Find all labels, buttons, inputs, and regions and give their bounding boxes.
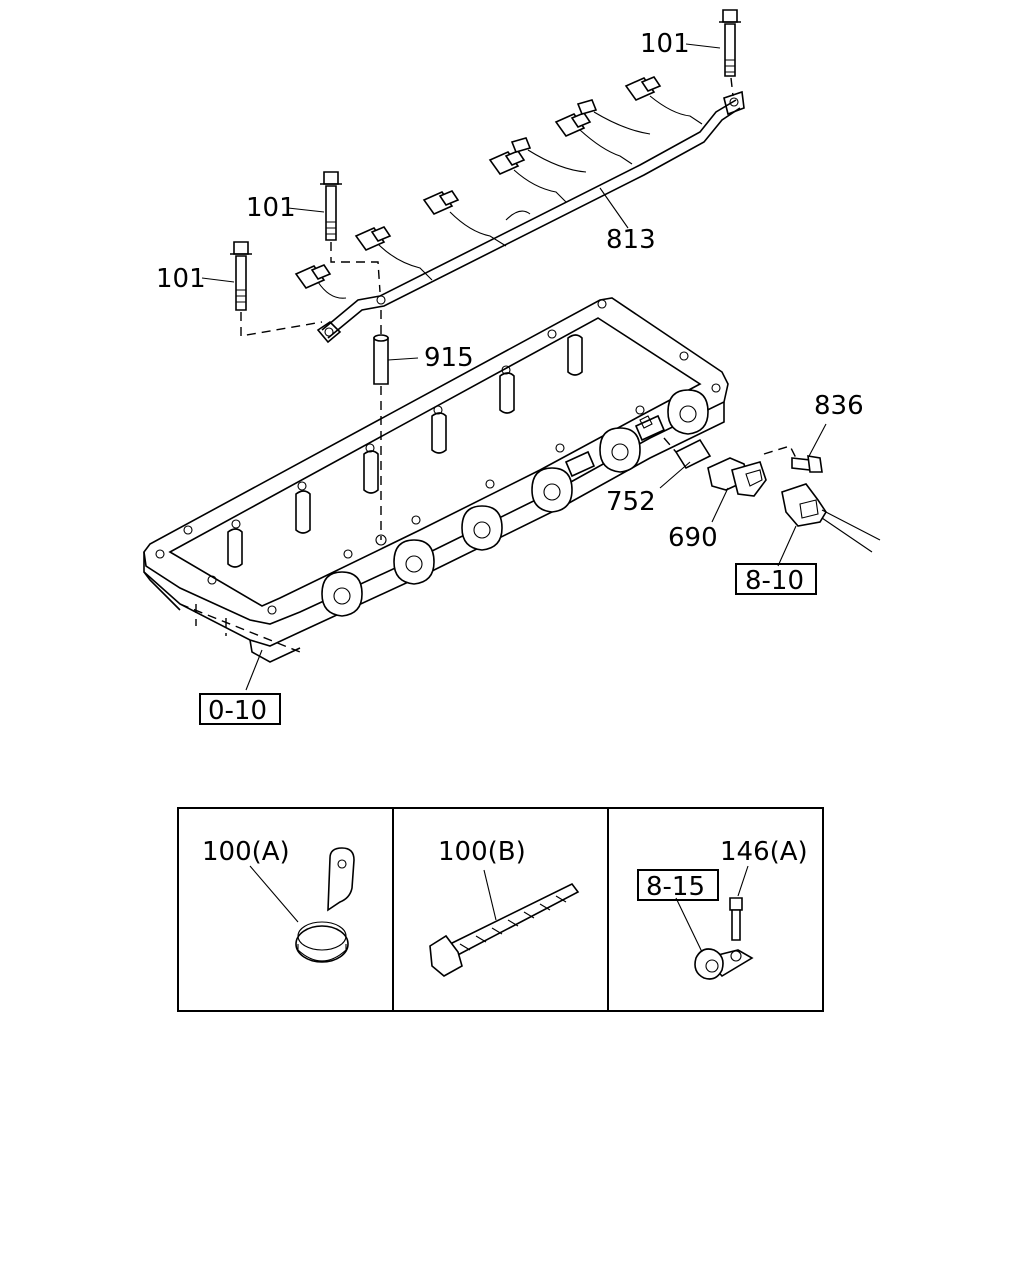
- callout-915: 915: [424, 343, 474, 373]
- inset-panels: 100(A) 100(B) 146(A) 8-15: [177, 807, 824, 1012]
- dowel-pin-915[interactable]: [373, 310, 389, 540]
- inset-label-146a: 146(A): [720, 837, 808, 867]
- inset-label-100a: 100(A): [202, 837, 290, 867]
- callout-752: 752: [606, 487, 656, 517]
- callout-813: 813: [606, 225, 656, 255]
- ref-box-0-10[interactable]: [199, 693, 281, 725]
- callout-690: 690: [668, 523, 718, 553]
- bolt-101-left[interactable]: [230, 241, 252, 311]
- harness-branches: [294, 76, 703, 299]
- sensor-bolt-836[interactable]: [763, 445, 823, 473]
- sensor-690[interactable]: [707, 457, 767, 497]
- ref-label-0-10: 0-10: [208, 696, 267, 726]
- inset-label-100b: 100(B): [438, 837, 526, 867]
- callout-836: 836: [814, 391, 864, 421]
- cover-housing[interactable]: [143, 297, 729, 663]
- ref-label-8-15: 8-15: [646, 872, 705, 902]
- gasket-752[interactable]: [663, 437, 712, 470]
- leader-lines: [201, 43, 827, 691]
- clamp-146a[interactable]: [675, 865, 754, 980]
- front-lugs: [321, 389, 709, 617]
- harness-connector[interactable]: [781, 483, 881, 553]
- wiring-harness-813[interactable]: [294, 76, 745, 344]
- bolt-101-top[interactable]: [719, 9, 741, 77]
- cable-tie-100b[interactable]: [429, 869, 580, 977]
- ref-box-8-15[interactable]: [637, 869, 719, 901]
- callout-101-middle: 101: [246, 193, 296, 223]
- callout-101-top: 101: [640, 29, 690, 59]
- ref-box-8-10[interactable]: [735, 563, 817, 595]
- bolt-guide-lines: [240, 77, 734, 337]
- flange-holes: [155, 299, 721, 615]
- clip-100a[interactable]: [249, 847, 355, 963]
- bolt-101-middle[interactable]: [320, 171, 342, 241]
- ref-label-8-10: 8-10: [745, 566, 804, 596]
- callout-101-left: 101: [156, 264, 206, 294]
